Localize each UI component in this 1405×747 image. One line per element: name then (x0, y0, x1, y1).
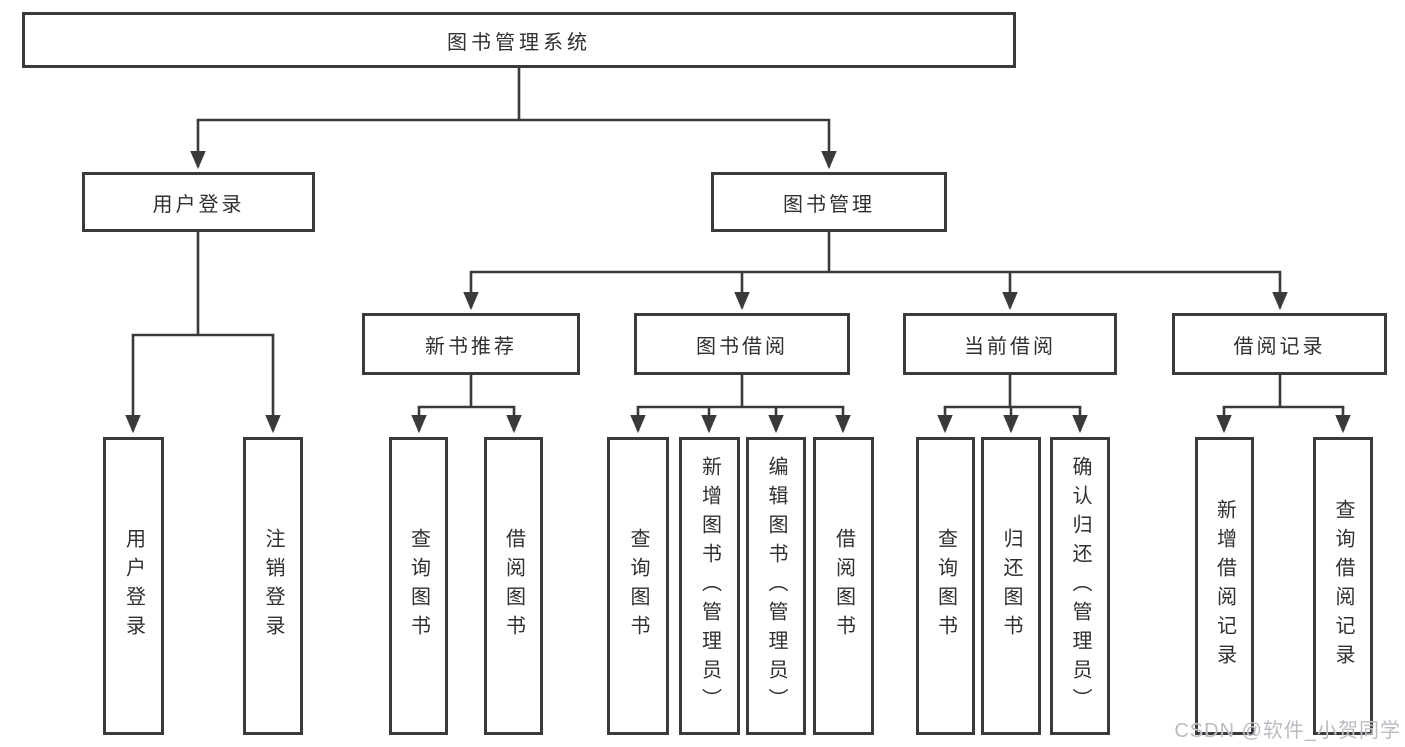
leaf-confirm-return-admin-label: 确认归还（管理员） (1069, 455, 1091, 717)
leaf-query-borrow-record: 查询借阅记录 (1313, 437, 1373, 735)
leaf-user-login-label: 用户登录 (122, 528, 145, 644)
node-system-root-label: 图书管理系统 (447, 31, 591, 54)
leaf-borrow-books: 借阅图书 (813, 437, 874, 735)
node-user-login: 用户登录 (82, 172, 315, 232)
leaf-borrow-books-recommend-label: 借阅图书 (502, 528, 525, 644)
node-current-borrowing-label: 当前借阅 (964, 335, 1056, 358)
leaf-query-books-borrowing: 查询图书 (607, 437, 669, 735)
node-new-book-recommendation-label: 新书推荐 (425, 335, 517, 358)
node-book-management: 图书管理 (711, 172, 947, 232)
node-book-management-label: 图书管理 (783, 193, 875, 216)
node-book-borrowing: 图书借阅 (634, 313, 850, 375)
node-book-borrowing-label: 图书借阅 (696, 335, 788, 358)
leaf-edit-book-admin: 编辑图书（管理员） (746, 437, 806, 735)
leaf-return-books: 归还图书 (981, 437, 1041, 735)
leaf-query-books-borrowing-label: 查询图书 (627, 528, 649, 644)
node-new-book-recommendation: 新书推荐 (362, 313, 580, 375)
leaf-query-borrow-record-label: 查询借阅记录 (1332, 499, 1354, 673)
leaf-query-books-current: 查询图书 (916, 437, 975, 735)
node-borrowing-records-label: 借阅记录 (1233, 335, 1326, 358)
leaf-query-books-recommend-label: 查询图书 (407, 528, 430, 644)
leaf-add-book-admin-label: 新增图书（管理员） (698, 455, 721, 717)
leaf-confirm-return-admin: 确认归还（管理员） (1050, 437, 1110, 735)
leaf-add-borrow-record-label: 新增借阅记录 (1213, 499, 1236, 673)
leaf-add-borrow-record: 新增借阅记录 (1195, 437, 1254, 735)
leaf-add-book-admin: 新增图书（管理员） (679, 437, 740, 735)
node-current-borrowing: 当前借阅 (903, 313, 1117, 375)
leaf-return-books-label: 归还图书 (1000, 528, 1022, 644)
node-borrowing-records: 借阅记录 (1172, 313, 1387, 375)
csdn-watermark: CSDN @软件_小贺同学 (1174, 720, 1401, 742)
leaf-edit-book-admin-label: 编辑图书（管理员） (765, 455, 787, 717)
leaf-logout-label: 注销登录 (262, 528, 284, 644)
leaf-borrow-books-label: 借阅图书 (832, 528, 855, 644)
node-user-login-label: 用户登录 (152, 193, 245, 216)
leaf-query-books-recommend: 查询图书 (389, 437, 448, 735)
node-system-root: 图书管理系统 (22, 12, 1016, 68)
leaf-borrow-books-recommend: 借阅图书 (484, 437, 543, 735)
leaf-logout: 注销登录 (243, 437, 303, 735)
leaf-query-books-current-label: 查询图书 (934, 528, 957, 644)
leaf-user-login: 用户登录 (103, 437, 164, 735)
